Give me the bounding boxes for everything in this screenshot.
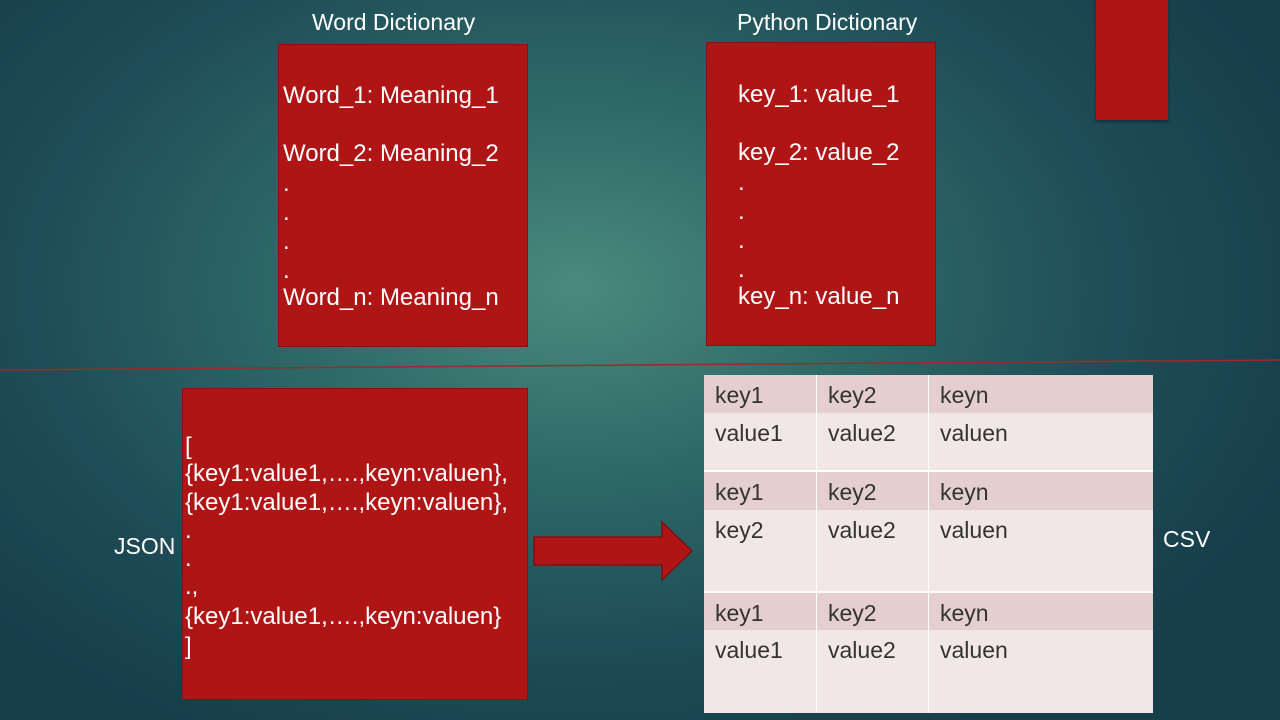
python-dictionary-title: Python Dictionary	[737, 9, 918, 35]
csv-header-cell: key1	[715, 382, 764, 408]
csv-header-cell: key1	[715, 600, 764, 626]
json-label: JSON	[114, 533, 176, 559]
word-dictionary-line: Word_1: Meaning_1	[283, 82, 499, 109]
csv-data-cell: value2	[816, 630, 928, 713]
csv-data-cell: key2	[715, 517, 764, 543]
json-box: [ {key1:value1,….,keyn:valuen}, {key1:va…	[182, 388, 528, 700]
word-dictionary-line: .	[283, 199, 290, 226]
python-dictionary-line: key_n: value_n	[738, 283, 900, 310]
word-dictionary-line: .	[283, 257, 290, 284]
word-dictionary-line: Word_n: Meaning_n	[283, 284, 499, 311]
python-dictionary-line: .	[738, 227, 745, 254]
csv-header-row: key1 key2 keyn	[704, 593, 1153, 630]
json-line: {key1:value1,….,keyn:valuen}	[185, 603, 502, 630]
word-dictionary-title: Word Dictionary	[312, 9, 476, 35]
csv-header-cell: keyn	[928, 472, 1153, 510]
word-dictionary-line: .	[283, 170, 290, 197]
csv-data-cell: valuen	[928, 630, 1153, 713]
right-arrow-icon	[533, 520, 694, 582]
csv-data-cell: valuen	[928, 510, 1153, 591]
json-line: .	[185, 517, 192, 544]
word-dictionary-box: Word_1: Meaning_1 Word_2: Meaning_2 . . …	[278, 44, 528, 347]
python-dictionary-line: key_1: value_1	[738, 81, 900, 108]
python-dictionary-line: .	[738, 256, 745, 283]
word-dictionary-line: Word_2: Meaning_2	[283, 140, 499, 167]
json-line: {key1:value1,….,keyn:valuen},	[185, 489, 508, 516]
csv-separator	[704, 470, 1153, 472]
json-line: .	[185, 545, 192, 572]
csv-data-cell: valuen	[928, 413, 1153, 470]
csv-data-cell: value2	[816, 510, 928, 591]
csv-label: CSV	[1163, 526, 1211, 552]
csv-header-row: key1 key2 keyn	[704, 375, 1153, 413]
python-dictionary-line: .	[738, 198, 745, 225]
csv-header-cell: keyn	[928, 375, 1153, 413]
csv-data-cell: value1	[715, 637, 783, 663]
json-line: {key1:value1,….,keyn:valuen},	[185, 460, 508, 487]
csv-table: key1 key2 keyn value1 value2 valuen key1…	[704, 375, 1153, 713]
csv-header-cell: key1	[715, 479, 764, 505]
python-dictionary-line: .	[738, 169, 745, 196]
csv-data-row: value1 value2 valuen	[704, 630, 1153, 713]
word-dictionary-line: .	[283, 228, 290, 255]
json-line: .,	[185, 573, 199, 600]
csv-header-cell: key2	[816, 472, 928, 510]
python-dictionary-line: key_2: value_2	[738, 139, 900, 166]
python-dictionary-box: key_1: value_1 key_2: value_2 . . . . ke…	[706, 42, 936, 346]
csv-data-cell: value1	[715, 420, 783, 446]
csv-header-cell: keyn	[928, 593, 1153, 630]
decorative-accent-block	[1096, 0, 1168, 120]
json-line: ]	[185, 633, 192, 660]
csv-data-row: key2 value2 valuen	[704, 510, 1153, 591]
csv-header-cell: key2	[816, 375, 928, 413]
csv-data-cell: value2	[816, 413, 928, 470]
csv-header-cell: key2	[816, 593, 928, 630]
csv-data-row: value1 value2 valuen	[704, 413, 1153, 470]
json-line: [	[185, 433, 192, 460]
csv-separator	[704, 591, 1153, 593]
csv-header-row: key1 key2 keyn	[704, 472, 1153, 510]
